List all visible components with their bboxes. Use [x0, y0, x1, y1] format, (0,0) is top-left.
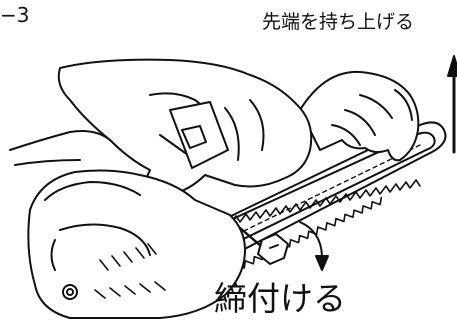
sleeve [9, 130, 111, 166]
label-tighten: 締付ける [214, 279, 346, 318]
bar-nut [238, 226, 289, 265]
figure-number: −3 [0, 3, 30, 27]
label-lift-tip: 先端を持ち上げる [262, 11, 415, 33]
curved-arrow-down-icon [299, 221, 329, 271]
right-hand [299, 70, 420, 162]
arrow-up-icon [447, 55, 457, 154]
engine-housing [27, 169, 246, 319]
left-hand [57, 58, 313, 211]
